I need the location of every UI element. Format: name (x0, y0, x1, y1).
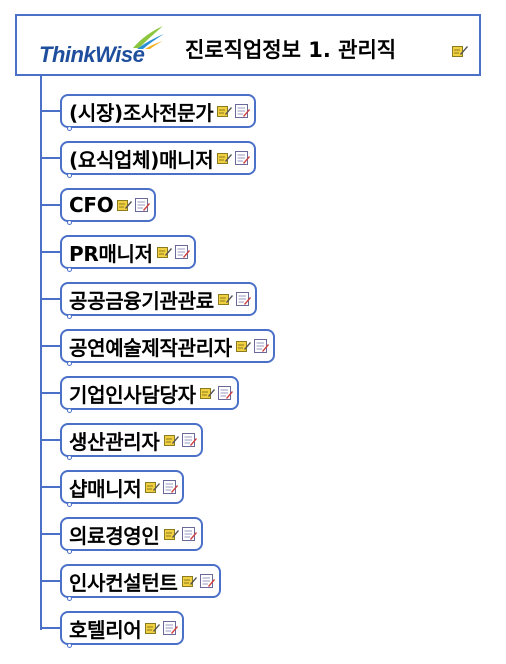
collapse-handle[interactable] (67, 361, 72, 366)
child-topic-label: 생산관리자 (69, 429, 160, 454)
child-topic-label: 의료경영인 (69, 523, 160, 548)
child-topic-label: (시장)조사전문가 (69, 100, 214, 125)
root-title: 진로직업정보 1. 관리직 (185, 38, 397, 62)
memo-edit-icon[interactable] (199, 573, 215, 589)
memo-edit-icon[interactable] (174, 244, 190, 260)
memo-edit-icon[interactable] (235, 291, 251, 307)
note-pencil-icon[interactable] (145, 621, 161, 635)
collapse-handle[interactable] (67, 267, 72, 272)
child-topic-label: CFO (69, 193, 114, 217)
branch-line (40, 157, 60, 159)
child-topic-label: 샵매니저 (69, 476, 142, 501)
note-pencil-icon[interactable] (217, 151, 233, 165)
child-topic-label: 인사컨설턴트 (69, 570, 178, 595)
branch-line (40, 392, 60, 394)
child-topic-label: 기업인사담당자 (69, 382, 196, 407)
memo-edit-icon[interactable] (234, 103, 251, 119)
branch-line (40, 486, 60, 488)
memo-edit-icon[interactable] (234, 150, 251, 166)
note-pencil-icon[interactable] (181, 574, 197, 588)
collapse-handle[interactable] (67, 220, 72, 225)
branch-line (40, 251, 60, 253)
root-topic[interactable]: ThinkWise 진로직업정보 1. 관리직 (15, 14, 481, 76)
note-pencil-icon[interactable] (145, 480, 161, 494)
child-topic[interactable]: 의료경영인 (60, 517, 203, 551)
note-pencil-icon[interactable] (217, 292, 233, 306)
child-topic[interactable]: (요식업체)매니저 (60, 141, 257, 175)
branch-line (40, 533, 60, 535)
swoosh-icon (133, 26, 164, 49)
child-topic[interactable]: CFO (60, 188, 157, 222)
collapse-handle[interactable] (67, 549, 72, 554)
memo-edit-icon[interactable] (181, 432, 197, 448)
collapse-handle[interactable] (67, 643, 72, 648)
thinkwise-logo: ThinkWise (39, 24, 179, 70)
child-topic[interactable]: 공공금융기관관료 (60, 282, 257, 316)
collapse-handle[interactable] (67, 408, 72, 413)
child-topic[interactable]: 생산관리자 (60, 423, 203, 457)
collapse-handle[interactable] (67, 502, 72, 507)
branch-line (40, 580, 60, 582)
note-pencil-icon[interactable] (199, 386, 215, 400)
child-topic[interactable]: PR매니저 (60, 235, 196, 269)
note-pencil-icon[interactable] (235, 339, 251, 353)
memo-edit-icon[interactable] (217, 385, 233, 401)
branch-line (40, 298, 60, 300)
branch-line (40, 627, 60, 629)
child-topic[interactable]: 인사컨설턴트 (60, 564, 221, 598)
child-topic[interactable]: 샵매니저 (60, 470, 185, 504)
child-topic[interactable]: (시장)조사전문가 (60, 94, 257, 128)
child-topic[interactable]: 기업인사담당자 (60, 376, 239, 410)
note-pencil-icon[interactable] (156, 245, 172, 259)
collapse-handle[interactable] (67, 126, 72, 131)
collapse-handle[interactable] (67, 314, 72, 319)
note-pencil-icon[interactable] (117, 198, 133, 212)
memo-edit-icon[interactable] (134, 197, 151, 213)
child-topic[interactable]: 공연예술제작관리자 (60, 329, 275, 363)
branch-line (40, 439, 60, 441)
child-topic-label: 공연예술제작관리자 (69, 335, 232, 360)
child-topic-label: (요식업체)매니저 (69, 147, 214, 172)
child-topic-label: 호텔리어 (69, 617, 142, 642)
memo-edit-icon[interactable] (181, 526, 197, 542)
branch-line (40, 345, 60, 347)
memo-edit-icon[interactable] (162, 620, 179, 636)
collapse-handle[interactable] (67, 173, 72, 178)
branch-line (40, 110, 60, 112)
note-pencil-icon[interactable] (452, 43, 468, 62)
child-topic-label: 공공금융기관관료 (69, 288, 214, 313)
branch-line (40, 204, 60, 206)
note-pencil-icon[interactable] (163, 527, 179, 541)
logo-text: ThinkWise (39, 42, 145, 67)
note-pencil-icon[interactable] (163, 433, 179, 447)
child-topic[interactable]: 호텔리어 (60, 611, 185, 645)
note-pencil-icon[interactable] (217, 104, 233, 118)
memo-edit-icon[interactable] (162, 479, 179, 495)
collapse-handle[interactable] (67, 596, 72, 601)
tree-trunk-line (40, 76, 42, 630)
memo-edit-icon[interactable] (253, 338, 269, 354)
collapse-handle[interactable] (67, 455, 72, 460)
child-topic-label: PR매니저 (69, 241, 153, 266)
